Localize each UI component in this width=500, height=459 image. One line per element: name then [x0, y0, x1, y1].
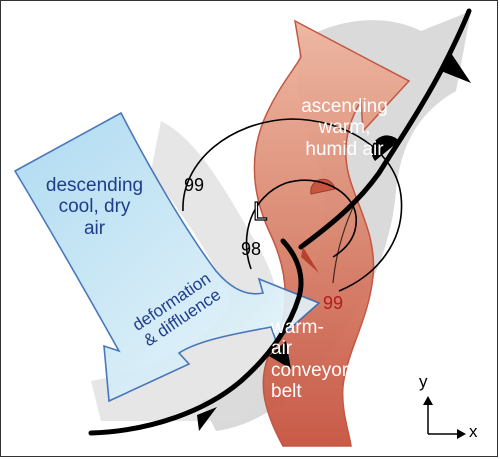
isobar-label-outer: 99 [184, 175, 205, 195]
isobar-label-inner: 98 [241, 239, 262, 259]
isobar-outer [182, 118, 403, 292]
cold-front-barb [197, 407, 217, 431]
upper-front-line [298, 8, 472, 250]
isobar-label-lower: 99 [323, 293, 344, 313]
lower-front-line [88, 238, 304, 436]
cool-air-arrow [13, 111, 321, 403]
axes-indicator [423, 396, 466, 439]
cold-front-barb [301, 247, 319, 273]
y-axis-label: y [419, 372, 428, 391]
x-axis-label: x [469, 422, 478, 441]
isobar-lower [332, 200, 357, 284]
low-pressure-center: L [252, 196, 268, 226]
warm-front-bump [371, 135, 399, 161]
isobar-inner [245, 179, 357, 270]
cool-band-shadow [91, 121, 282, 421]
cold-front-barb [269, 341, 291, 369]
cold-front-barb [441, 53, 471, 83]
